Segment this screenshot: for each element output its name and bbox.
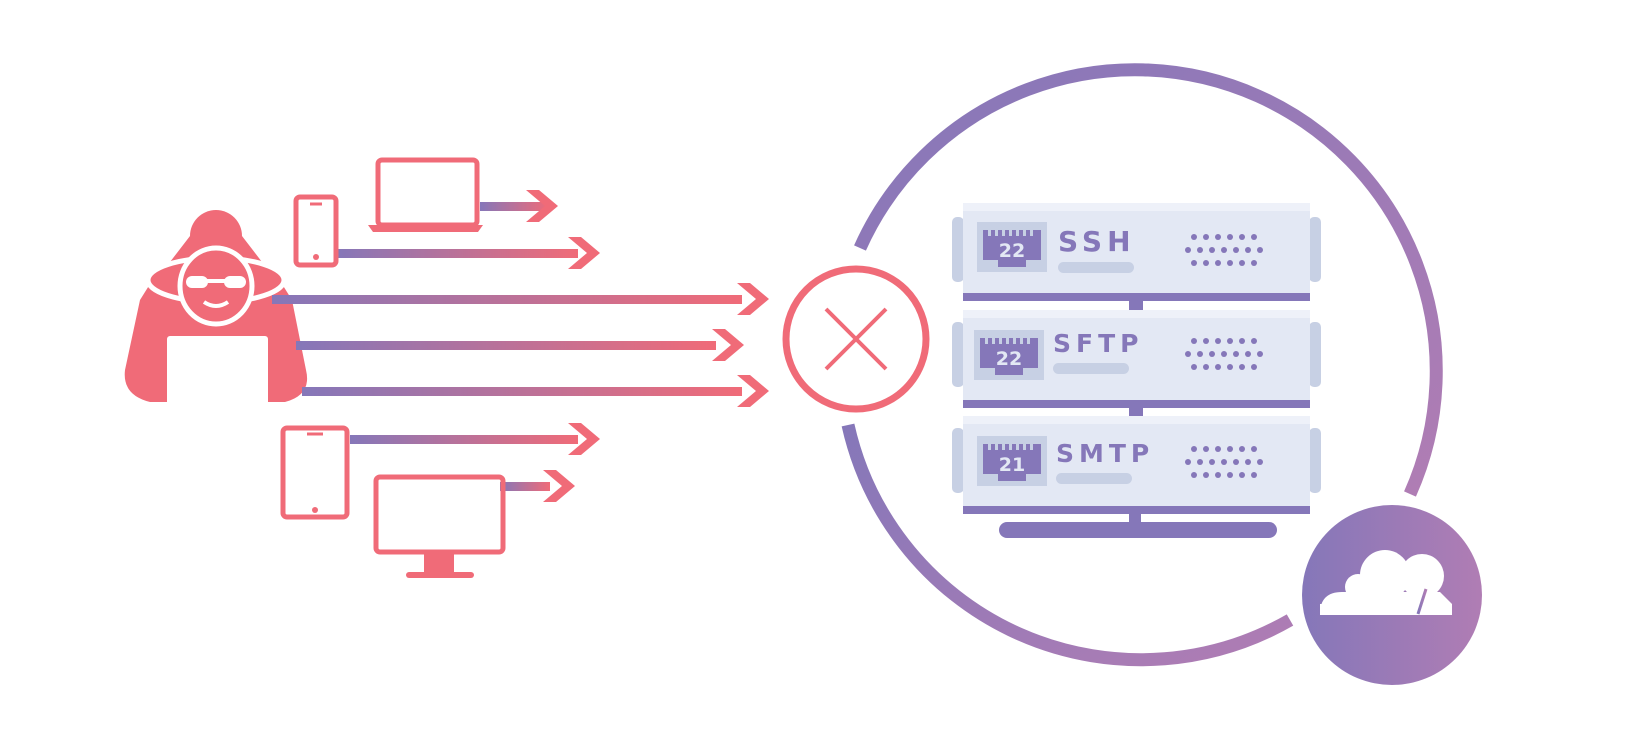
attack-arrow-line bbox=[272, 295, 742, 304]
hooded-hacker-icon bbox=[124, 210, 308, 406]
desktop-monitor-icon bbox=[373, 474, 506, 578]
arrow-head bbox=[543, 470, 575, 502]
server-unit-sftp: 22 SFTP bbox=[952, 310, 1321, 408]
laptop-icon bbox=[368, 157, 483, 232]
port-icon: 22 bbox=[977, 222, 1047, 272]
attack-arrow-line bbox=[500, 482, 550, 491]
attack-arrow-line bbox=[302, 387, 742, 396]
cloudflare-cloud-icon bbox=[1302, 505, 1482, 685]
rack-stand-base bbox=[999, 522, 1277, 538]
port-number: 22 bbox=[999, 240, 1025, 262]
server-rack: 22 SSH bbox=[952, 203, 1321, 538]
arrow-head bbox=[526, 190, 558, 222]
vent-dots bbox=[1185, 338, 1263, 370]
attack-arrow-line bbox=[350, 435, 578, 444]
arrow-head bbox=[712, 329, 744, 361]
server-unit-ssh: 22 SSH bbox=[952, 203, 1321, 301]
status-bar bbox=[1056, 473, 1132, 484]
vent-dots bbox=[1185, 446, 1263, 478]
service-label: SMTP bbox=[1056, 439, 1154, 468]
port-icon: 21 bbox=[977, 436, 1047, 486]
port-icon: 22 bbox=[974, 330, 1044, 380]
status-bar bbox=[1058, 262, 1134, 273]
port-number: 22 bbox=[996, 348, 1022, 370]
service-label: SSH bbox=[1058, 225, 1136, 258]
smartphone-icon bbox=[293, 194, 339, 268]
arrow-head bbox=[568, 423, 600, 455]
attack-arrows bbox=[272, 190, 769, 502]
arrow-head bbox=[737, 375, 769, 407]
attack-arrow-line bbox=[296, 341, 716, 350]
protection-ring bbox=[841, 63, 1443, 667]
server-unit-smtp: 21 SMTP bbox=[952, 416, 1321, 514]
arrow-head bbox=[737, 283, 769, 315]
attack-arrow-line bbox=[336, 249, 578, 258]
service-label: SFTP bbox=[1053, 329, 1143, 358]
vent-dots bbox=[1185, 234, 1263, 266]
attack-arrow-line bbox=[480, 202, 550, 211]
status-bar bbox=[1053, 363, 1129, 374]
rack-stand-pole bbox=[1129, 512, 1141, 524]
tablet-icon bbox=[280, 425, 350, 520]
blocked-x-icon bbox=[782, 265, 930, 413]
port-number: 21 bbox=[999, 454, 1025, 476]
arrow-head bbox=[568, 237, 600, 269]
